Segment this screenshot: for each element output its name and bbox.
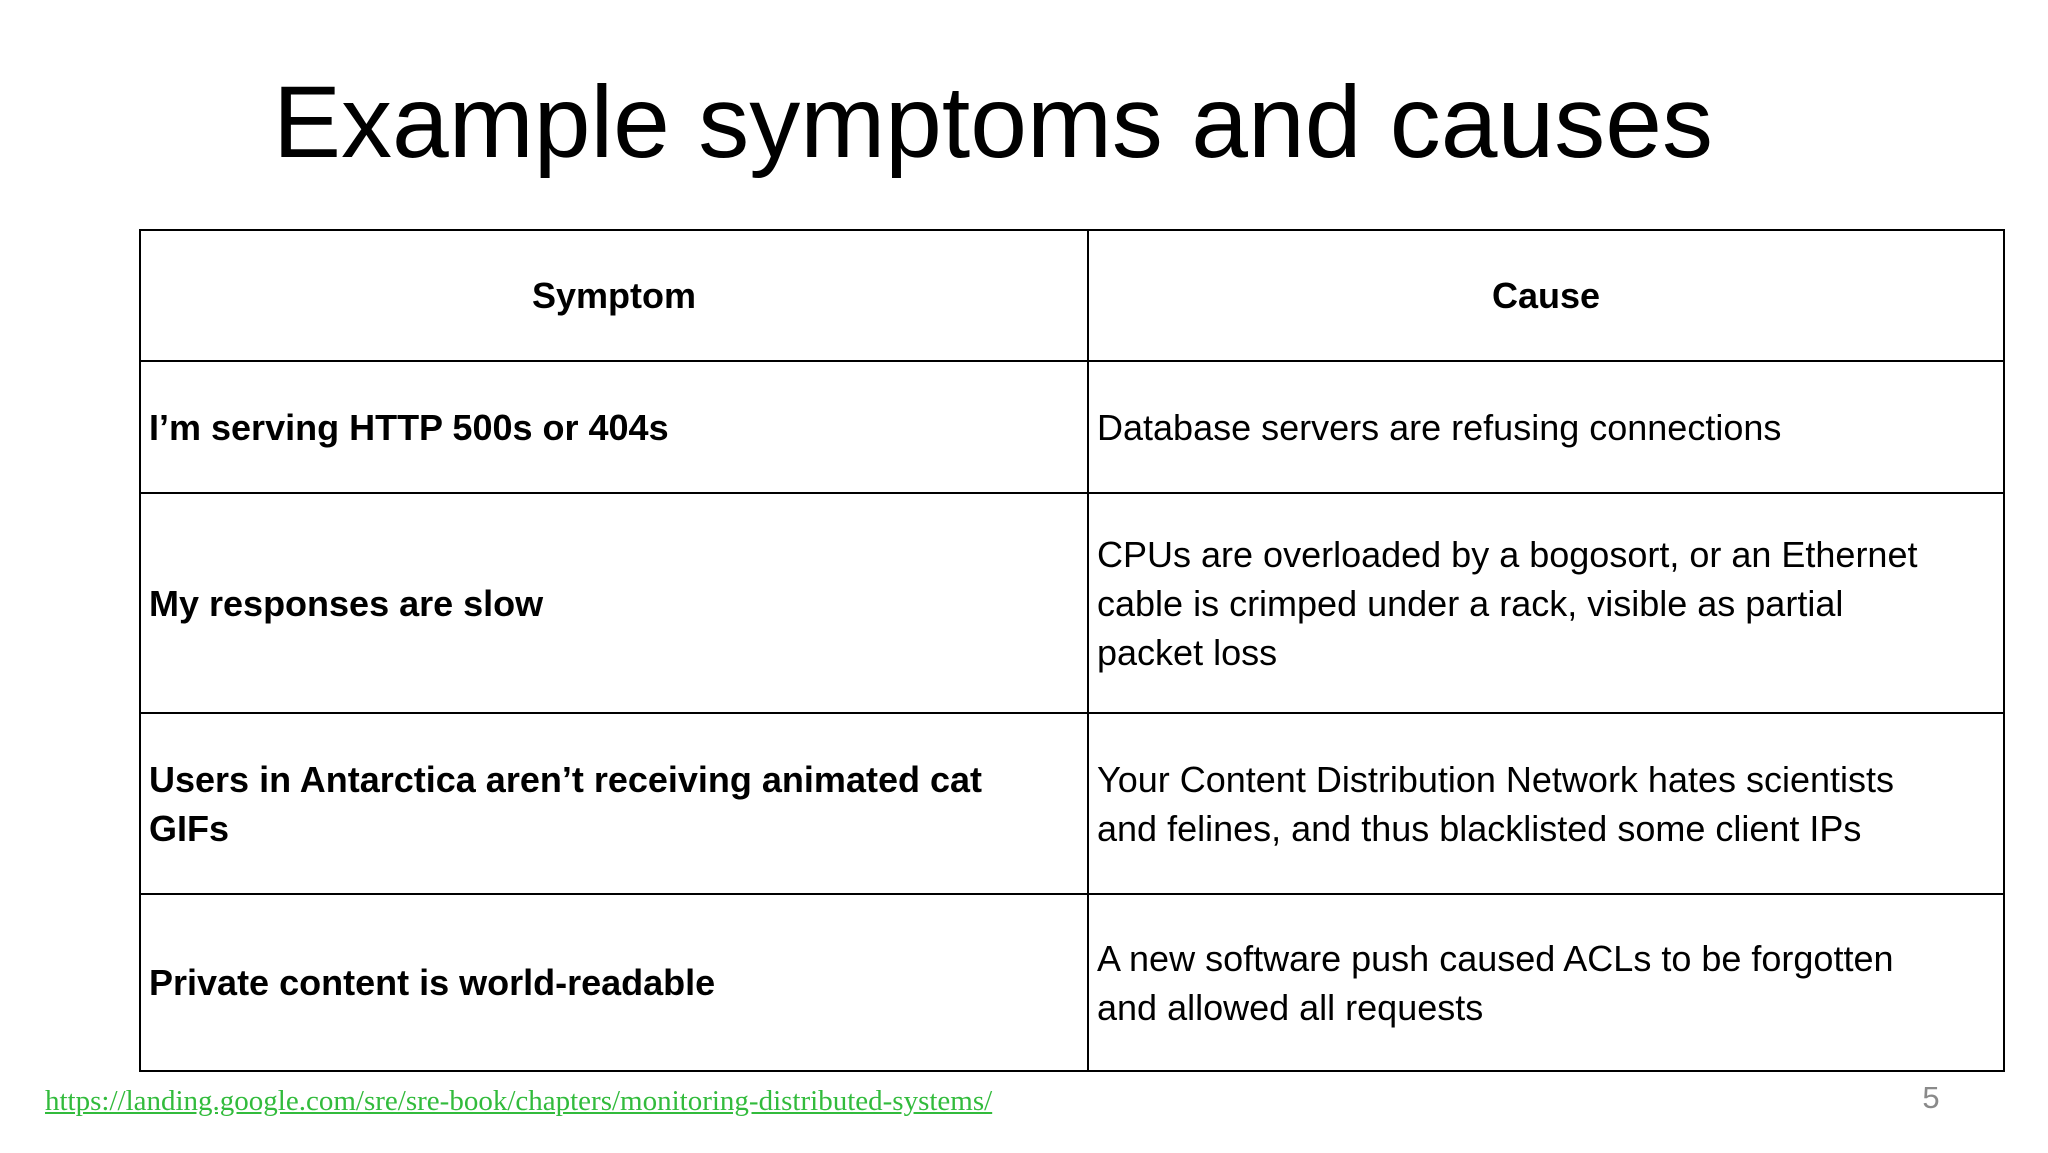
table-row: Private content is world-readable A new … <box>139 893 2005 1072</box>
table-row: Users in Antarctica aren’t receiving ani… <box>139 712 2005 895</box>
symptom-cell: My responses are slow <box>139 492 1089 714</box>
symptom-cell: I’m serving HTTP 500s or 404s <box>139 360 1089 494</box>
table-row: My responses are slow CPUs are overloade… <box>139 492 2005 714</box>
cause-cell: Your Content Distribution Network hates … <box>1087 712 2005 895</box>
cause-cell: A new software push caused ACLs to be fo… <box>1087 893 2005 1072</box>
symptom-cell: Users in Antarctica aren’t receiving ani… <box>139 712 1089 895</box>
table-header-row: Symptom Cause <box>139 229 2005 362</box>
symptom-cell: Private content is world-readable <box>139 893 1089 1072</box>
symptoms-causes-table: Symptom Cause I’m serving HTTP 500s or 4… <box>139 229 2005 1072</box>
cause-cell: CPUs are overloaded by a bogosort, or an… <box>1087 492 2005 714</box>
column-header-symptom: Symptom <box>139 229 1089 362</box>
table-row: I’m serving HTTP 500s or 404s Database s… <box>139 360 2005 494</box>
source-link[interactable]: https://landing.google.com/sre/sre-book/… <box>45 1085 993 1117</box>
cause-cell: Database servers are refusing connection… <box>1087 360 2005 494</box>
page-number: 5 <box>1922 1080 1940 1115</box>
slide-title: Example symptoms and causes <box>273 65 1713 179</box>
column-header-cause: Cause <box>1087 229 2005 362</box>
